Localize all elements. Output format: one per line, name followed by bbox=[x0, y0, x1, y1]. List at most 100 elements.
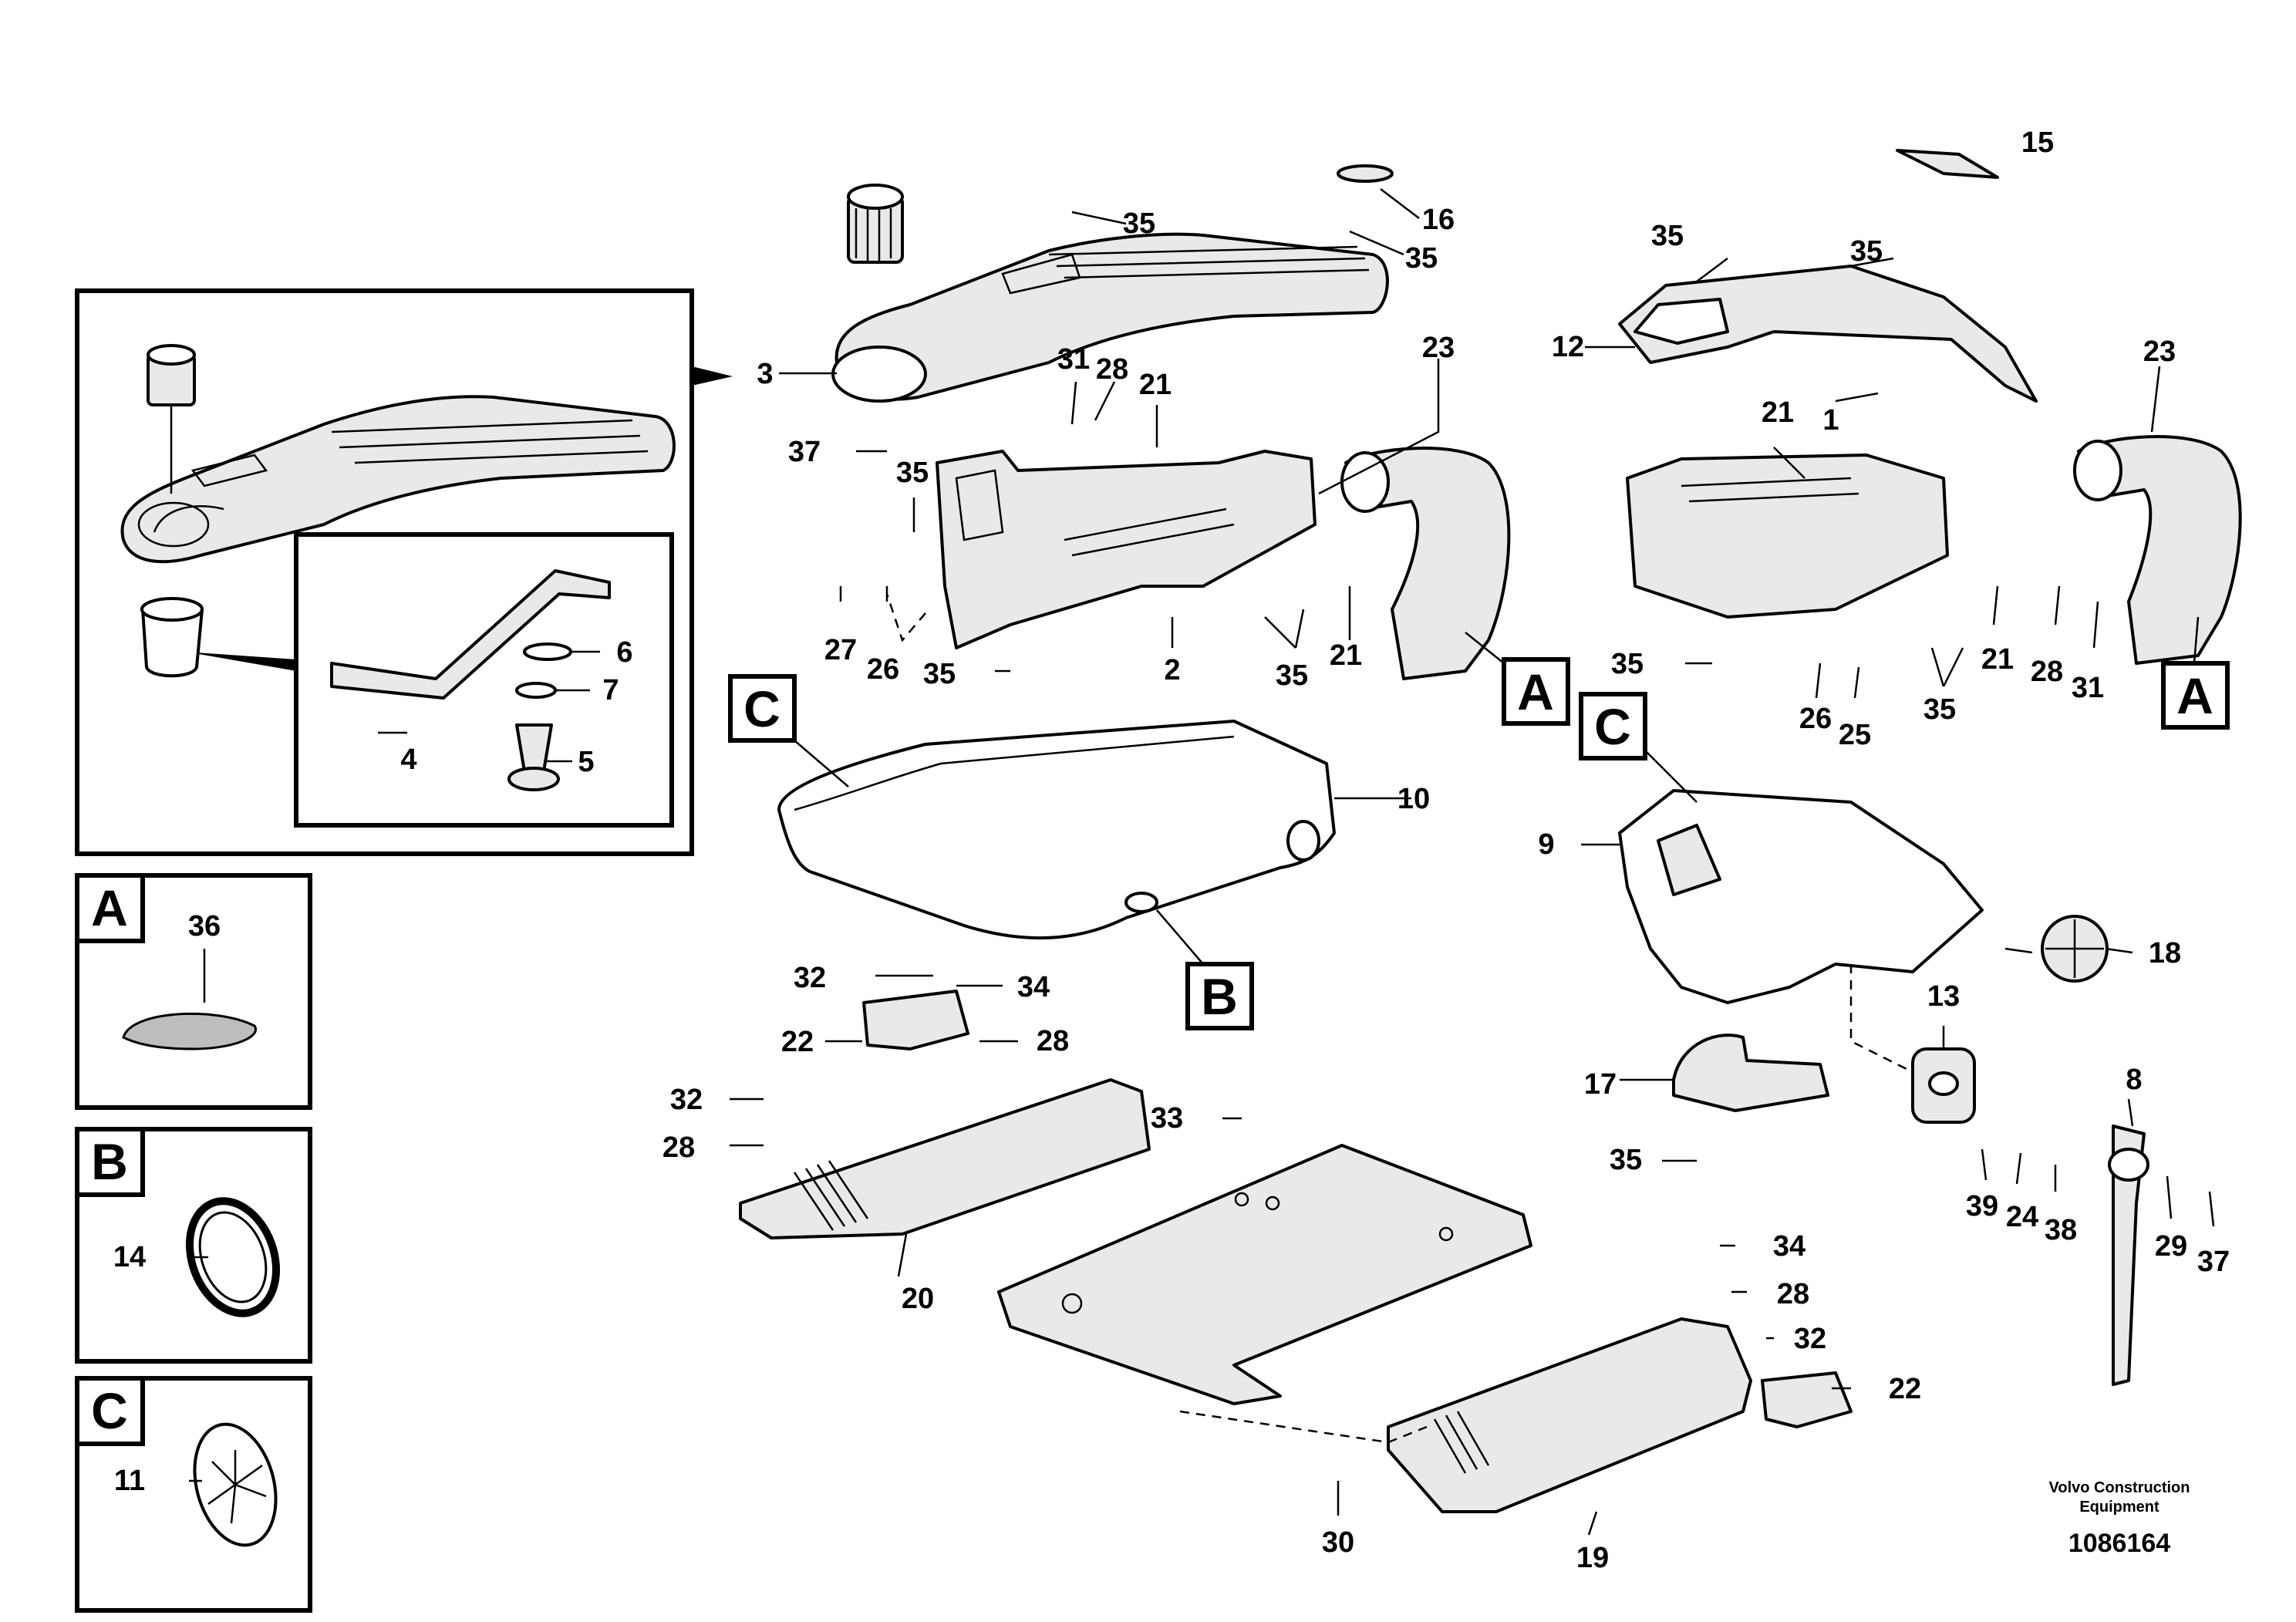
part-callout-30: 30 bbox=[1322, 1526, 1354, 1559]
part-callout-20: 20 bbox=[902, 1283, 934, 1315]
dash-plate bbox=[1179, 1410, 1428, 1444]
part-callout-15: 15 bbox=[2021, 126, 2054, 159]
grommet-ring bbox=[185, 1197, 281, 1317]
part-callout-34: 34 bbox=[1773, 1230, 1805, 1263]
bracket-2 bbox=[936, 450, 1317, 649]
part-callout-28: 28 bbox=[1777, 1278, 1809, 1310]
part-callout-2: 2 bbox=[1164, 654, 1180, 686]
part-callout-39: 39 bbox=[1966, 1190, 1998, 1222]
part-callout-35: 35 bbox=[923, 658, 956, 690]
part-callout-17: 17 bbox=[1584, 1068, 1617, 1101]
part-callout-36: 36 bbox=[188, 910, 221, 943]
cover-3 bbox=[831, 232, 1389, 403]
part-callout-16: 16 bbox=[1422, 204, 1455, 236]
part-callout-35: 35 bbox=[1610, 1144, 1642, 1176]
part-callout-32: 32 bbox=[794, 962, 826, 994]
scene-marker-a-left: A bbox=[1465, 632, 1570, 726]
part-callout-35: 35 bbox=[896, 457, 929, 489]
detail-frame-inner bbox=[294, 532, 674, 828]
part-callout-8: 8 bbox=[2126, 1064, 2142, 1096]
plug-disc bbox=[193, 1422, 278, 1547]
company-name-line1: Volvo Construction bbox=[2049, 1479, 2190, 1496]
part-callout-24: 24 bbox=[2006, 1201, 2038, 1233]
svg-text:A: A bbox=[91, 879, 128, 936]
part-callout-23: 23 bbox=[2143, 336, 2176, 368]
part-callout-38: 38 bbox=[2045, 1214, 2077, 1246]
cable-tie-icon bbox=[122, 1012, 257, 1050]
module-22-left bbox=[862, 990, 969, 1050]
svg-text:B: B bbox=[91, 1133, 128, 1190]
part-callout-3: 3 bbox=[757, 358, 773, 390]
svg-text:A: A bbox=[1517, 663, 1554, 720]
detail-frame-a bbox=[75, 873, 312, 1110]
cover-12 bbox=[1618, 265, 2038, 403]
detail-knob bbox=[147, 344, 196, 494]
part-callout-28: 28 bbox=[1037, 1025, 1069, 1057]
part-callout-12: 12 bbox=[1552, 331, 1584, 363]
part-callout-23: 23 bbox=[1422, 332, 1455, 364]
plate bbox=[997, 1144, 1532, 1405]
part-callout-33: 33 bbox=[1151, 1102, 1183, 1135]
tray-19 bbox=[1387, 1317, 1752, 1513]
item-washer-6 bbox=[523, 642, 572, 661]
part-callout-18: 18 bbox=[2149, 937, 2181, 969]
part-callout-32: 32 bbox=[1794, 1323, 1826, 1355]
detail-marker-c: C bbox=[75, 1376, 145, 1446]
hose-23-left bbox=[1340, 447, 1511, 680]
part-callout-5: 5 bbox=[578, 746, 594, 778]
part-callout-35: 35 bbox=[1923, 693, 1956, 726]
leader-lines bbox=[189, 188, 2215, 1536]
scene-marker-b: B bbox=[1156, 909, 1254, 1030]
part-callout-22: 22 bbox=[781, 1026, 814, 1058]
detail-frame-main bbox=[75, 288, 694, 856]
item-lever bbox=[330, 569, 611, 700]
hose-23-right bbox=[2073, 435, 2242, 665]
knob-13 bbox=[1911, 1047, 1976, 1124]
part-callout-35: 35 bbox=[1611, 648, 1644, 680]
dash-left-bracket bbox=[885, 593, 926, 642]
part-callout-21: 21 bbox=[1981, 643, 2014, 676]
part-callout-14: 14 bbox=[113, 1241, 146, 1273]
part-callout-35: 35 bbox=[1123, 207, 1155, 240]
scene-marker-c-left: C bbox=[728, 674, 849, 787]
part-callout-27: 27 bbox=[824, 634, 857, 666]
part-callout-29: 29 bbox=[2155, 1230, 2187, 1263]
part-callout-28: 28 bbox=[2031, 656, 2063, 688]
duct-10 bbox=[777, 720, 1336, 939]
part-callout-25: 25 bbox=[1839, 719, 1871, 751]
module-22-right bbox=[1761, 1371, 1853, 1428]
part-callout-13: 13 bbox=[1927, 980, 1960, 1013]
dash-right-duct bbox=[1849, 964, 1913, 1074]
part-callout-28: 28 bbox=[663, 1131, 695, 1164]
svg-text:C: C bbox=[1594, 698, 1631, 755]
svg-text:C: C bbox=[743, 680, 781, 737]
plate-16 bbox=[1337, 164, 1394, 183]
part-callout-26: 26 bbox=[1799, 703, 1832, 735]
part-callout-7: 7 bbox=[602, 674, 619, 706]
duct-9 bbox=[1618, 789, 1984, 1004]
scene-marker-a-right: A bbox=[2161, 616, 2230, 730]
svg-text:B: B bbox=[1201, 968, 1238, 1025]
item-pin-5 bbox=[507, 723, 560, 791]
part-callout-26: 26 bbox=[867, 653, 899, 686]
detail-marker-a: A bbox=[75, 873, 145, 943]
part-callout-31: 31 bbox=[1057, 343, 1090, 376]
detail-frame-b bbox=[75, 1127, 312, 1364]
detail-marker-b: B bbox=[75, 1127, 145, 1197]
svg-text:C: C bbox=[91, 1382, 128, 1439]
part-callout-19: 19 bbox=[1576, 1542, 1609, 1574]
part-callout-35: 35 bbox=[1276, 659, 1308, 692]
bracket-1 bbox=[1626, 454, 1949, 619]
cover-15 bbox=[1896, 149, 1999, 179]
part-callout-4: 4 bbox=[400, 744, 416, 776]
part-callout-21: 21 bbox=[1330, 639, 1362, 672]
part-callout-35: 35 bbox=[1405, 242, 1438, 275]
part-callout-28: 28 bbox=[1096, 353, 1128, 386]
item-washer-7 bbox=[515, 682, 557, 699]
part-callout-10: 10 bbox=[1397, 783, 1430, 815]
scene-marker-c-right: C bbox=[1579, 692, 1698, 803]
frame-pointer-main bbox=[692, 366, 733, 386]
lever-8 bbox=[2108, 1125, 2149, 1386]
